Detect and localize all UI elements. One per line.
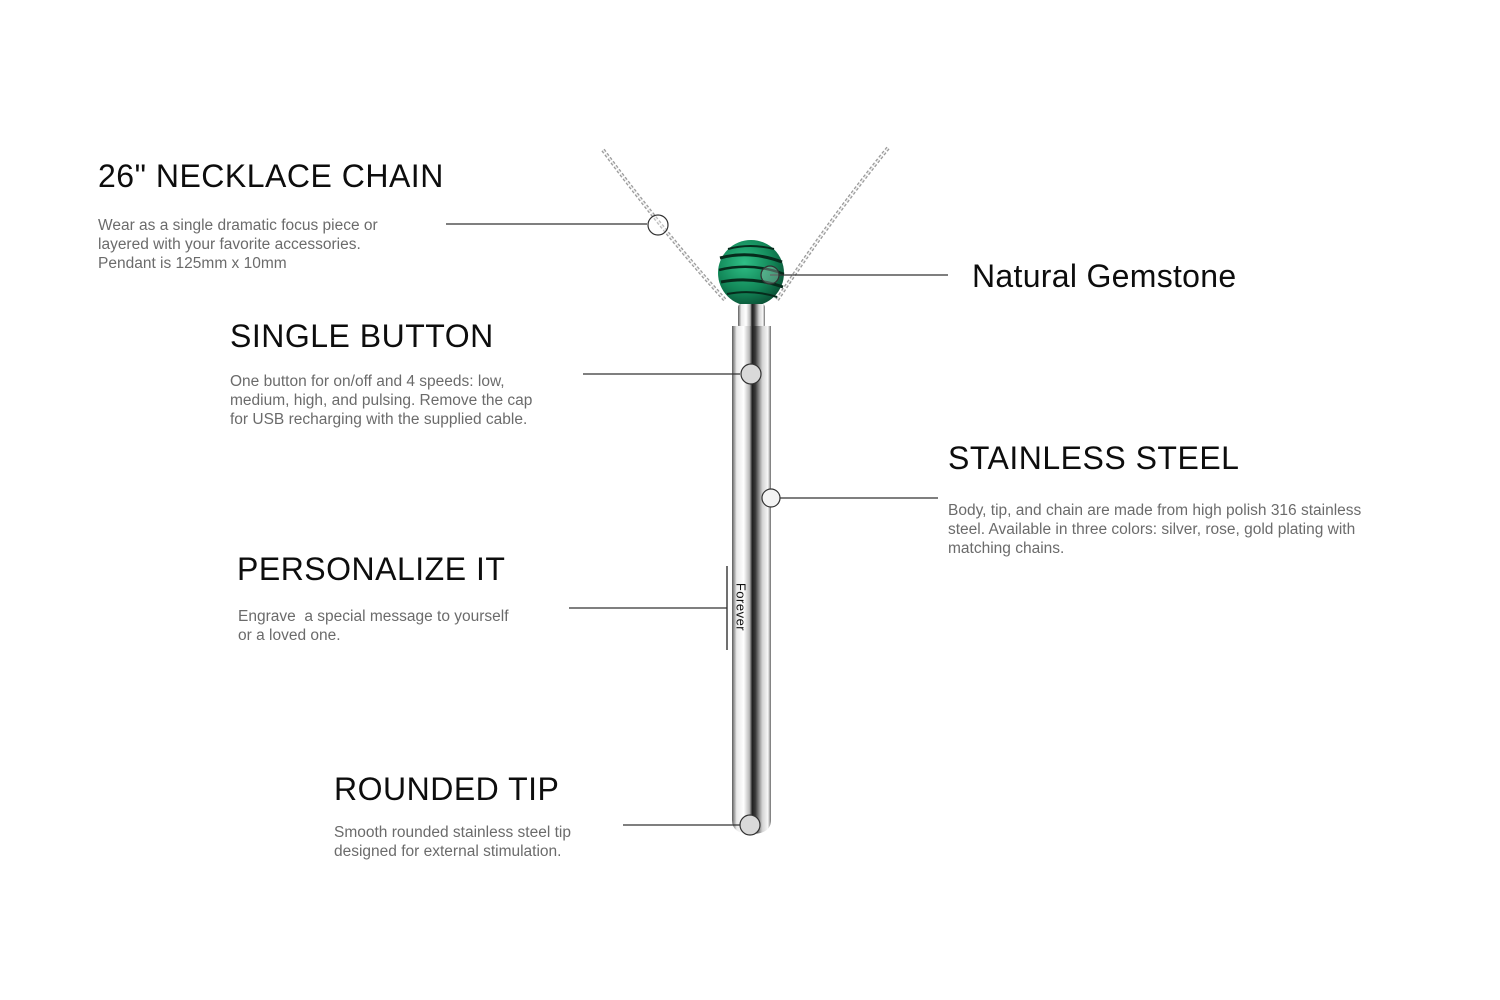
tip-title: ROUNDED TIP xyxy=(334,771,560,807)
engraving-text: Forever xyxy=(733,582,749,632)
chain-description: Wear as a single dramatic focus piece or… xyxy=(98,217,378,272)
callout-leaders xyxy=(446,214,948,836)
pendant-body xyxy=(732,326,771,811)
pendant-cap xyxy=(738,304,765,328)
steel-title: STAINLESS STEEL xyxy=(948,440,1240,476)
personalize-title: PERSONALIZE IT xyxy=(237,551,506,587)
personalize-description: Engrave a special message to yourself or… xyxy=(238,608,509,644)
steel-description: Body, tip, and chain are made from high … xyxy=(948,502,1362,557)
necklace-chain xyxy=(601,146,890,302)
gemstone-title: Natural Gemstone xyxy=(972,258,1237,294)
button-description: One button for on/off and 4 speeds: low,… xyxy=(230,373,533,428)
tip-description: Smooth rounded stainless steel tip desig… xyxy=(334,824,571,860)
button-title: SINGLE BUTTON xyxy=(230,318,494,354)
chain-title: 26" NECKLACE CHAIN xyxy=(98,158,444,194)
